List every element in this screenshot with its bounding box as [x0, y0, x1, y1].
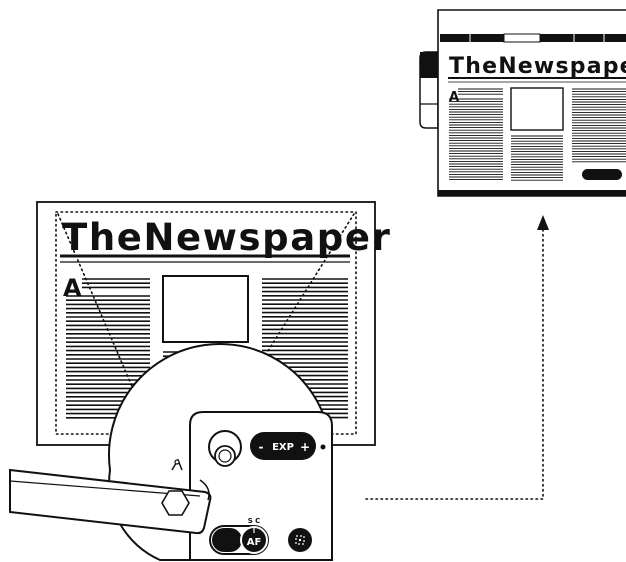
exposure-control[interactable]: - EXP + — [250, 432, 316, 460]
preview-masthead: TheNewspaper — [449, 54, 626, 79]
device-arm — [9, 458, 212, 535]
hexagon-bolt-icon — [161, 490, 190, 516]
preview-photo — [510, 87, 564, 131]
preview-side-tab-dark — [420, 52, 438, 78]
exposure-plus-button[interactable]: + — [300, 440, 310, 454]
af-toggle[interactable]: AF — [209, 525, 269, 555]
preview-bottom-bar — [438, 190, 626, 196]
indicator-dot — [320, 444, 326, 450]
newspaper-masthead: TheNewspaper — [62, 216, 391, 259]
preview-pill — [582, 169, 622, 180]
connector-arrow — [365, 215, 549, 500]
preview-column-left — [449, 88, 503, 181]
newspaper-drop-cap: A — [63, 274, 82, 302]
preview-toolbar — [440, 33, 626, 43]
focus-icon — [295, 535, 305, 545]
newspaper-photo — [162, 275, 249, 343]
exposure-minus-button[interactable]: - — [259, 440, 264, 454]
dial-knob[interactable] — [208, 430, 242, 467]
scan-preview: TheNewspaper A — [419, 9, 626, 197]
preview-column-middle — [511, 135, 563, 181]
af-label: AF — [247, 537, 262, 548]
exposure-label: EXP — [272, 442, 294, 453]
preview-drop-cap: A — [449, 90, 459, 105]
focus-button[interactable] — [288, 528, 312, 552]
scanner-device: - EXP + AF S C — [9, 343, 333, 561]
preview-column-right — [572, 88, 626, 163]
arrow-head — [537, 215, 549, 230]
mode-label: S C — [248, 517, 261, 525]
